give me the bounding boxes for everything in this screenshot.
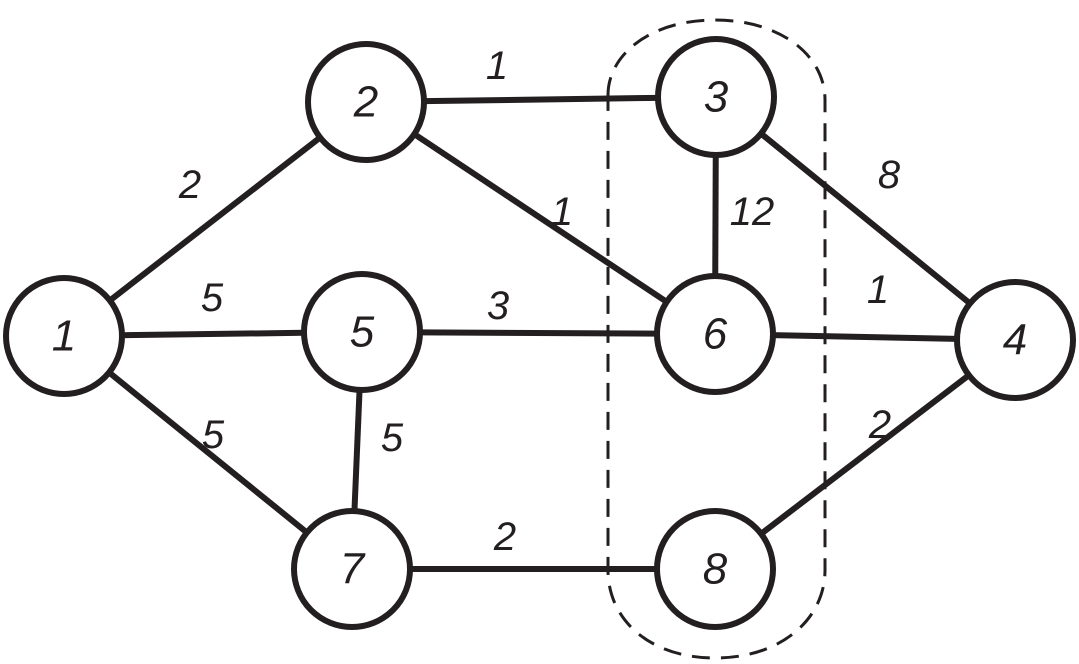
edges-layer — [107, 94, 972, 572]
node-circle-7 — [291, 508, 413, 630]
edge-3-6 — [712, 154, 719, 277]
node-label-5: 5 — [350, 308, 375, 357]
edge-weight-5-6: 3 — [487, 284, 509, 328]
node-circle-6 — [654, 273, 776, 395]
edge-2-6 — [412, 131, 669, 305]
edge-5-7 — [351, 389, 363, 512]
edge-weight-1-5: 5 — [201, 276, 224, 320]
node-2: 2 — [305, 41, 427, 163]
edge-1-7 — [107, 370, 309, 535]
node-8: 8 — [654, 508, 776, 630]
edge-3-4 — [759, 131, 972, 306]
node-label-6: 6 — [703, 310, 728, 359]
node-4: 4 — [954, 279, 1076, 401]
node-label-3: 3 — [704, 73, 729, 122]
node-label-4: 4 — [1003, 316, 1027, 365]
node-1: 1 — [3, 275, 125, 397]
edge-weight-5-7: 5 — [381, 416, 404, 460]
node-label-1: 1 — [52, 312, 76, 361]
edge-weight-3-4: 8 — [878, 153, 901, 197]
edge-weight-1-2: 2 — [178, 163, 201, 207]
edge-weight-2-6: 1 — [551, 190, 573, 234]
edge-6-4 — [772, 332, 958, 342]
node-label-2: 2 — [353, 78, 378, 127]
node-7: 7 — [291, 508, 413, 630]
edge-5-6 — [419, 329, 658, 337]
node-circle-5 — [301, 271, 423, 393]
edge-weight-3-6: 12 — [730, 190, 775, 234]
dashed-group-boundary — [606, 18, 827, 660]
node-circle-4 — [954, 279, 1076, 401]
node-circle-8 — [654, 508, 776, 630]
edge-2-3 — [423, 94, 659, 105]
edge-weight-7-8: 2 — [493, 515, 516, 559]
edge-1-5 — [121, 329, 305, 339]
edge-8-4 — [759, 372, 971, 537]
edge-weight-1-7: 5 — [202, 413, 225, 457]
edge-weight-8-4: 2 — [868, 403, 891, 447]
edge-1-2 — [108, 135, 322, 303]
node-6: 6 — [654, 273, 776, 395]
node-circle-1 — [3, 275, 125, 397]
node-circle-2 — [305, 41, 427, 163]
edge-weight-2-3: 1 — [486, 44, 508, 88]
node-3: 3 — [655, 36, 777, 158]
node-label-7: 7 — [340, 545, 366, 594]
edge-weight-6-4: 1 — [867, 268, 889, 312]
node-5: 5 — [301, 271, 423, 393]
node-circle-3 — [655, 36, 777, 158]
node-label-8: 8 — [703, 545, 728, 594]
